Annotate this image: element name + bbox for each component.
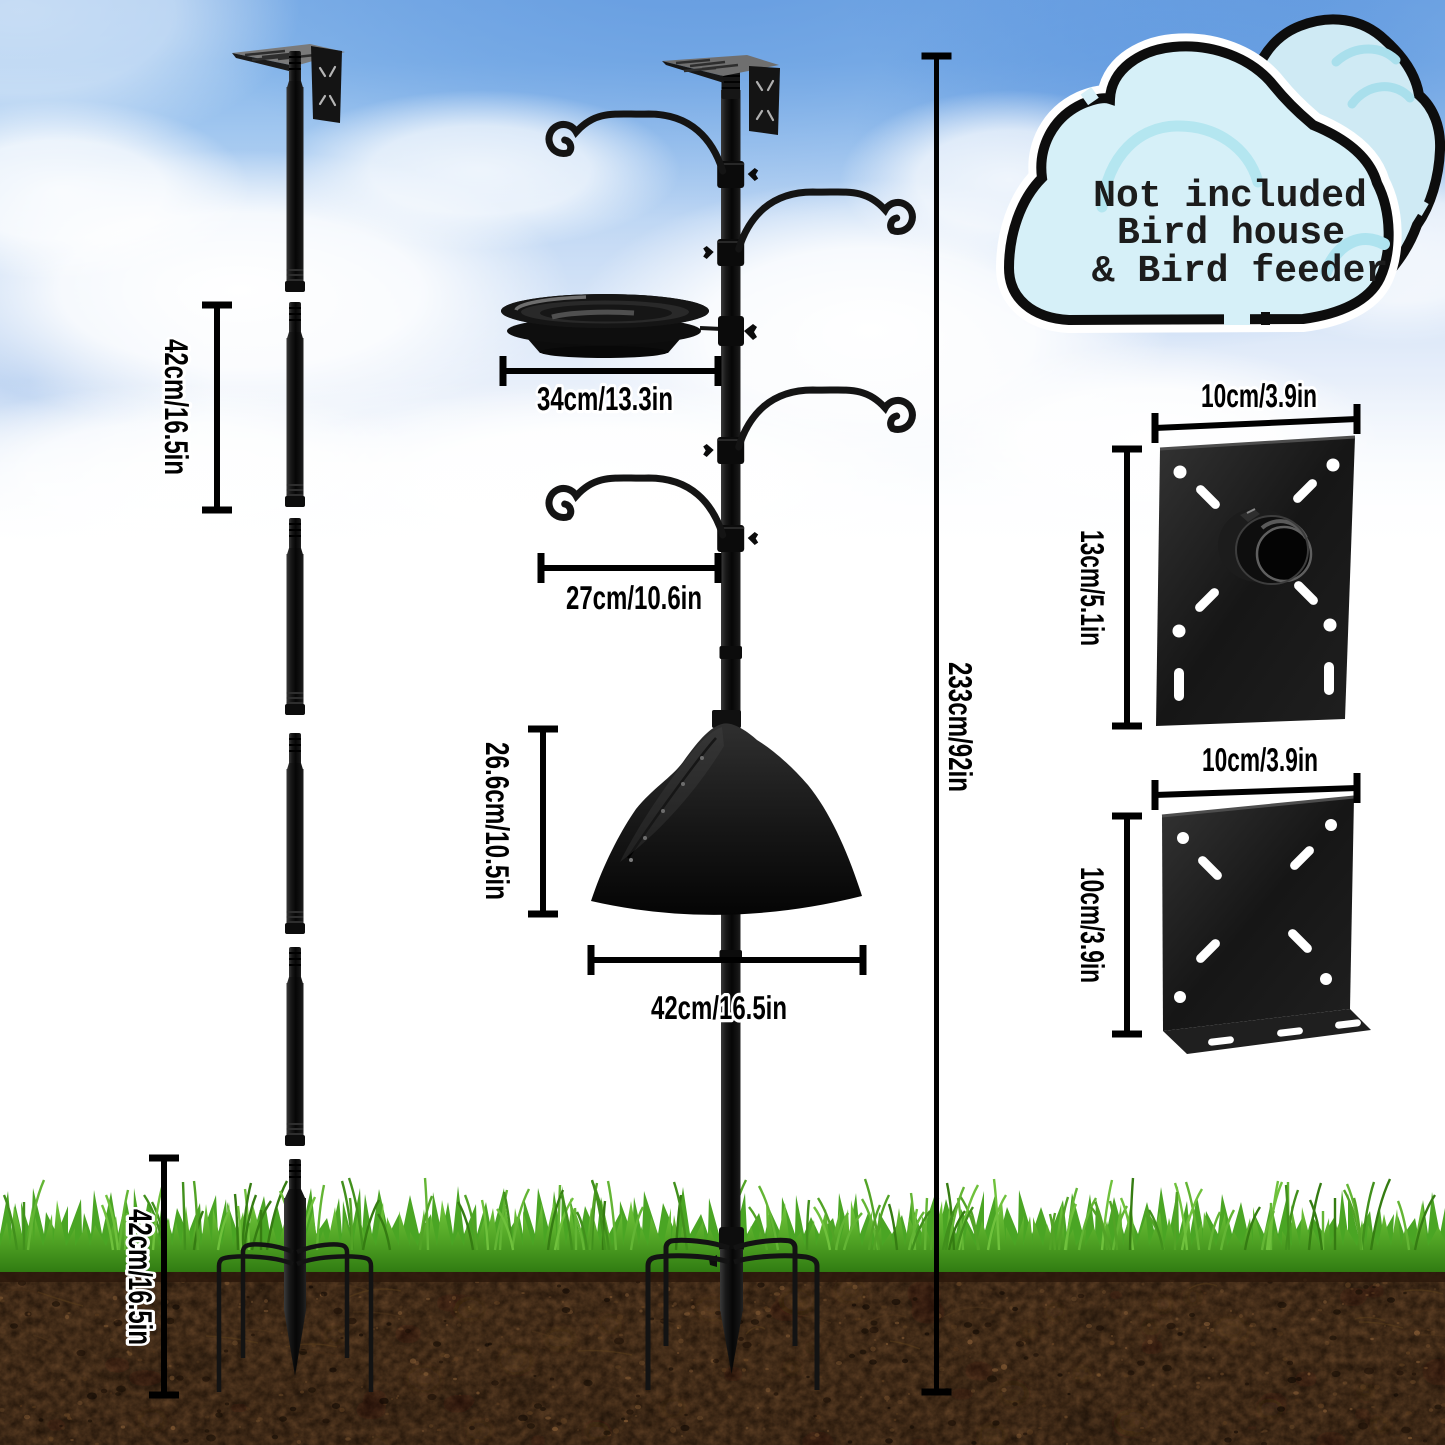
- svg-text:Not included: Not included: [1093, 175, 1367, 218]
- svg-text:42cm/16.5in: 42cm/16.5in: [122, 1209, 159, 1345]
- svg-text:42cm/16.5in: 42cm/16.5in: [651, 989, 787, 1026]
- svg-text:Bird house: Bird house: [1117, 212, 1345, 255]
- svg-text:10cm/3.9in: 10cm/3.9in: [1202, 741, 1318, 778]
- svg-text:34cm/13.3in: 34cm/13.3in: [537, 380, 673, 417]
- svg-text:27cm/10.6in: 27cm/10.6in: [566, 579, 702, 616]
- svg-text:10cm/3.9in: 10cm/3.9in: [1074, 867, 1111, 983]
- svg-text:10cm/3.9in: 10cm/3.9in: [1201, 377, 1317, 414]
- svg-text:233cm/92in: 233cm/92in: [942, 662, 979, 792]
- svg-text:13cm/5.1in: 13cm/5.1in: [1074, 530, 1111, 646]
- svg-text:26.6cm/10.5in: 26.6cm/10.5in: [479, 742, 516, 900]
- svg-text:& Bird feeder: & Bird feeder: [1092, 250, 1388, 293]
- svg-text:42cm/16.5in: 42cm/16.5in: [158, 339, 195, 475]
